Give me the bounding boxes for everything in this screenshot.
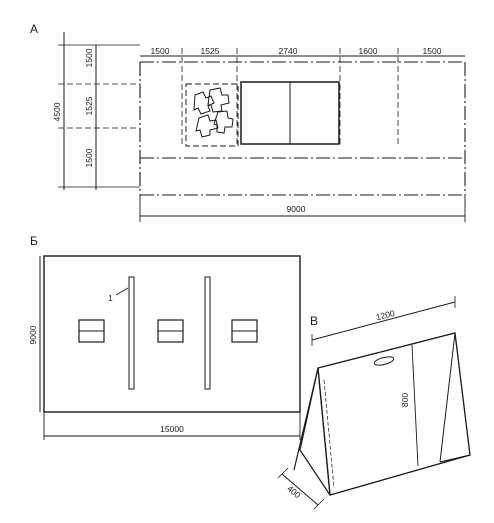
dim-a-top-1: 1500 <box>151 46 170 56</box>
panel-b-board <box>43 255 301 413</box>
dim-a-left-2: 1525 <box>84 96 94 115</box>
panel-a-letter: А <box>30 22 38 36</box>
dim-a-top-5: 1500 <box>423 46 442 56</box>
panel-b-width-dimension: 15000 <box>43 412 301 440</box>
panel-b-poles <box>128 276 211 390</box>
panel-a-bottom-dimension: 9000 <box>139 195 466 222</box>
callout-leader <box>115 287 129 296</box>
dim-a-left-1: 1500 <box>84 48 94 67</box>
dim-b-width: 15000 <box>160 424 184 434</box>
dim-a-overall-width: 9000 <box>287 204 306 214</box>
dim-a-top-2: 1525 <box>201 46 220 56</box>
panel-b-targets <box>78 319 258 343</box>
dim-c-width-line <box>311 301 456 341</box>
panel-b: Б 9000 1 15000 <box>28 234 301 440</box>
dim-a-top-4: 1600 <box>359 46 378 56</box>
panel-c: В 1200 800 400 <box>277 296 471 510</box>
dim-c-depth-line <box>281 473 319 506</box>
dim-b-height: 9000 <box>28 325 38 344</box>
dim-a-top-3: 2740 <box>279 46 298 56</box>
panel-a: А 1500 1525 1500 4500 <box>30 22 466 222</box>
dim-c-depth: 400 <box>285 483 303 500</box>
panel-c-stand <box>293 332 471 496</box>
dim-a-overall-height: 4500 <box>52 102 62 121</box>
dim-c-width: 1200 <box>375 308 396 322</box>
panel-a-left-dimensions: 1500 1525 1500 4500 <box>52 32 140 190</box>
panel-a-top-dimensions: 1500 1525 2740 1600 1500 <box>140 46 465 146</box>
callout-label: 1 <box>108 293 113 303</box>
panel-a-puzzle-zone <box>185 83 239 147</box>
panel-c-letter: В <box>310 314 318 328</box>
panel-b-letter: Б <box>30 234 38 248</box>
dim-c-height: 800 <box>400 393 410 407</box>
dim-a-left-3: 1500 <box>84 148 94 167</box>
panel-a-court <box>240 81 340 145</box>
